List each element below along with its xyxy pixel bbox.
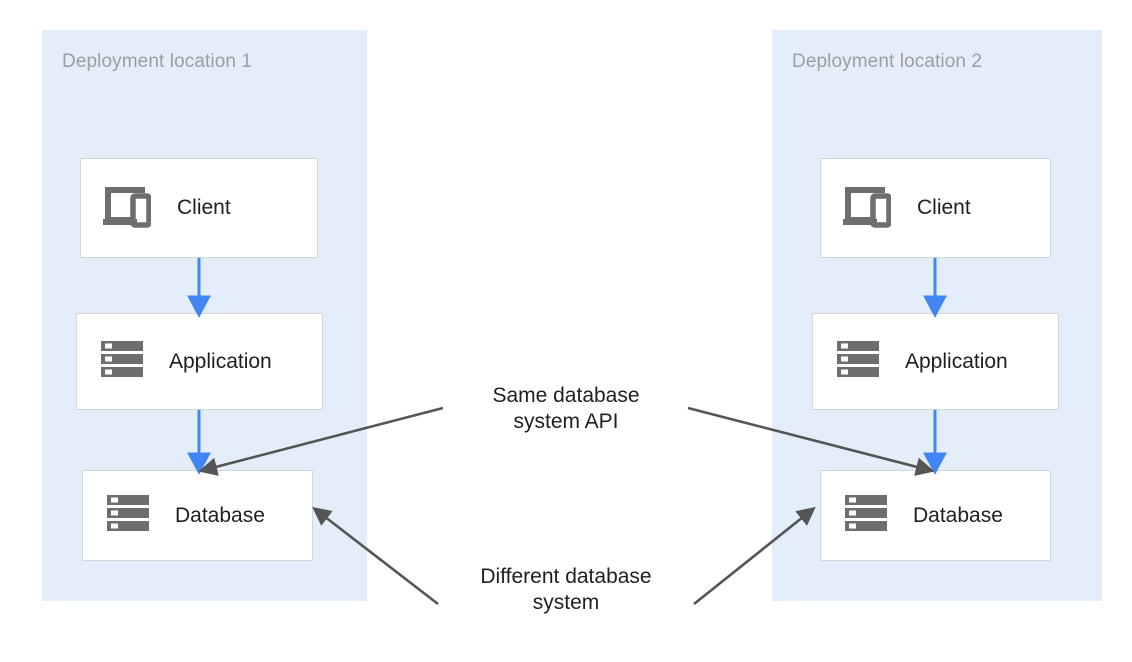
devices-icon [841,183,892,234]
node-client-2[interactable]: Client [820,158,1051,258]
devices-icon [101,183,152,234]
annotation-different-database-system: Different database system [480,565,652,614]
node-label-client-1: Client [177,196,231,219]
server-icon [835,336,881,387]
zone-title-2: Deployment location 2 [792,51,983,72]
node-database-2[interactable]: Database [820,470,1051,561]
node-label-database-2: Database [913,503,1003,527]
server-icon [843,490,889,541]
node-client-1[interactable]: Client [80,158,318,258]
node-label-application-2: Application [905,349,1008,373]
node-application-2[interactable]: Application [812,313,1059,410]
node-label-database-1: Database [175,503,265,527]
node-label-application-1: Application [169,349,272,373]
zone-title-1: Deployment location 1 [62,51,253,72]
annotation-same-database-system-api: Same database system API [492,384,640,433]
server-icon [105,490,151,541]
node-application-1[interactable]: Application [76,313,323,410]
server-icon [99,336,145,387]
node-label-client-2: Client [917,196,971,219]
node-database-1[interactable]: Database [82,470,313,561]
